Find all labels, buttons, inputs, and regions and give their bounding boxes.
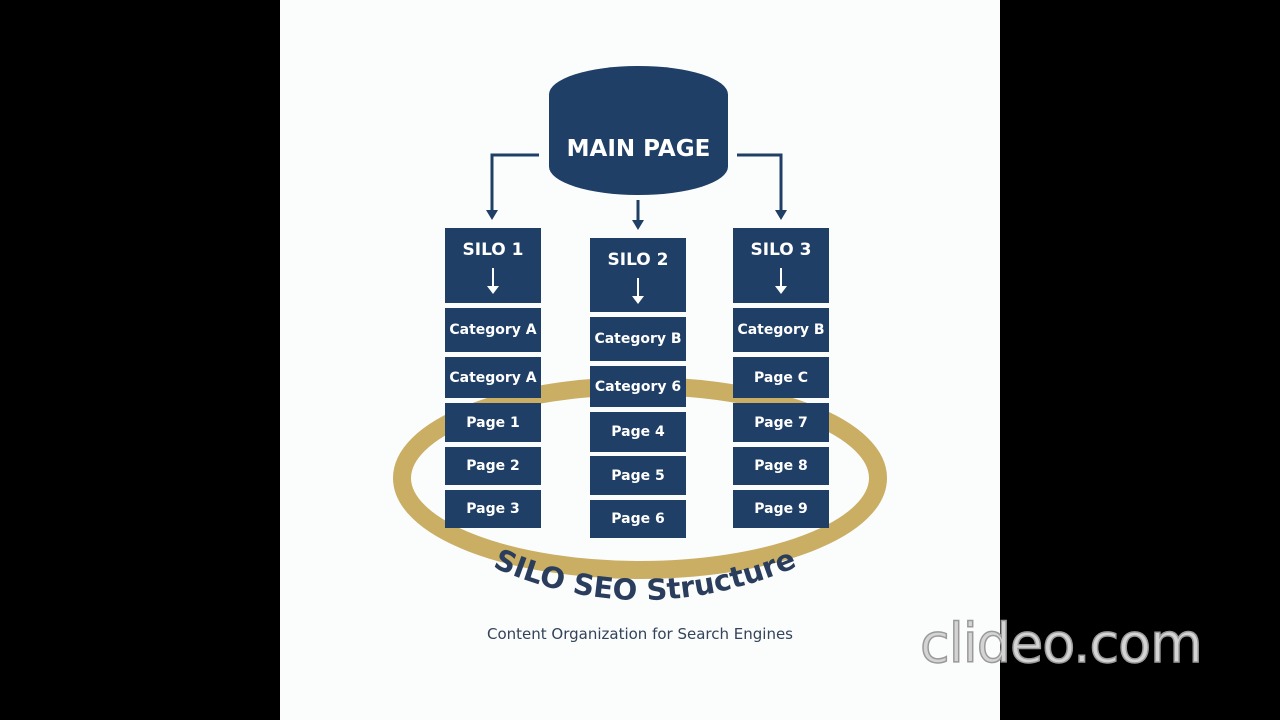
arrow-down-icon <box>487 268 499 294</box>
silo-1-item: Page 1 <box>445 403 541 442</box>
silo-2-item: Page 6 <box>590 500 686 538</box>
silo-3-item: Category B <box>733 308 829 352</box>
silo-1-item: Category A <box>445 308 541 352</box>
diagram-subtitle: Content Organization for Search Engines <box>486 625 793 643</box>
silo-1-item: Page 2 <box>445 447 541 485</box>
silo-2-item: Category 6 <box>590 366 686 407</box>
silo-3-item: Page 8 <box>733 447 829 485</box>
arrowhead-icon <box>775 210 787 220</box>
silo-3-item: Page C <box>733 357 829 398</box>
arrow-to-silo-3 <box>737 153 783 212</box>
silo-2-header: SILO 2 <box>590 238 686 312</box>
silo-label: SILO 3 <box>750 240 812 260</box>
silo-1-header: SILO 1 <box>445 228 541 303</box>
silo-2-item: Page 4 <box>590 412 686 452</box>
arrowhead-icon <box>632 220 644 230</box>
main-page-node: MAIN PAGE <box>549 66 728 195</box>
silo-2-item: Category B <box>590 317 686 361</box>
arrow-to-silo-1 <box>490 153 539 212</box>
silo-3-item: Page 9 <box>733 490 829 528</box>
arrowhead-icon <box>486 210 498 220</box>
silo-1-item: Page 3 <box>445 490 541 528</box>
silo-2-item: Page 5 <box>590 456 686 495</box>
silo-3-header: SILO 3 <box>733 228 829 303</box>
silo-label: SILO 2 <box>607 250 669 270</box>
silo-label: SILO 1 <box>462 240 524 260</box>
silo-3-item: Page 7 <box>733 403 829 442</box>
watermark-logo: clideo.com <box>919 611 1203 676</box>
connector-arrows <box>490 153 783 222</box>
silo-1-item: Category A <box>445 357 541 398</box>
arrow-down-icon <box>632 278 644 304</box>
arrow-down-icon <box>775 268 787 294</box>
